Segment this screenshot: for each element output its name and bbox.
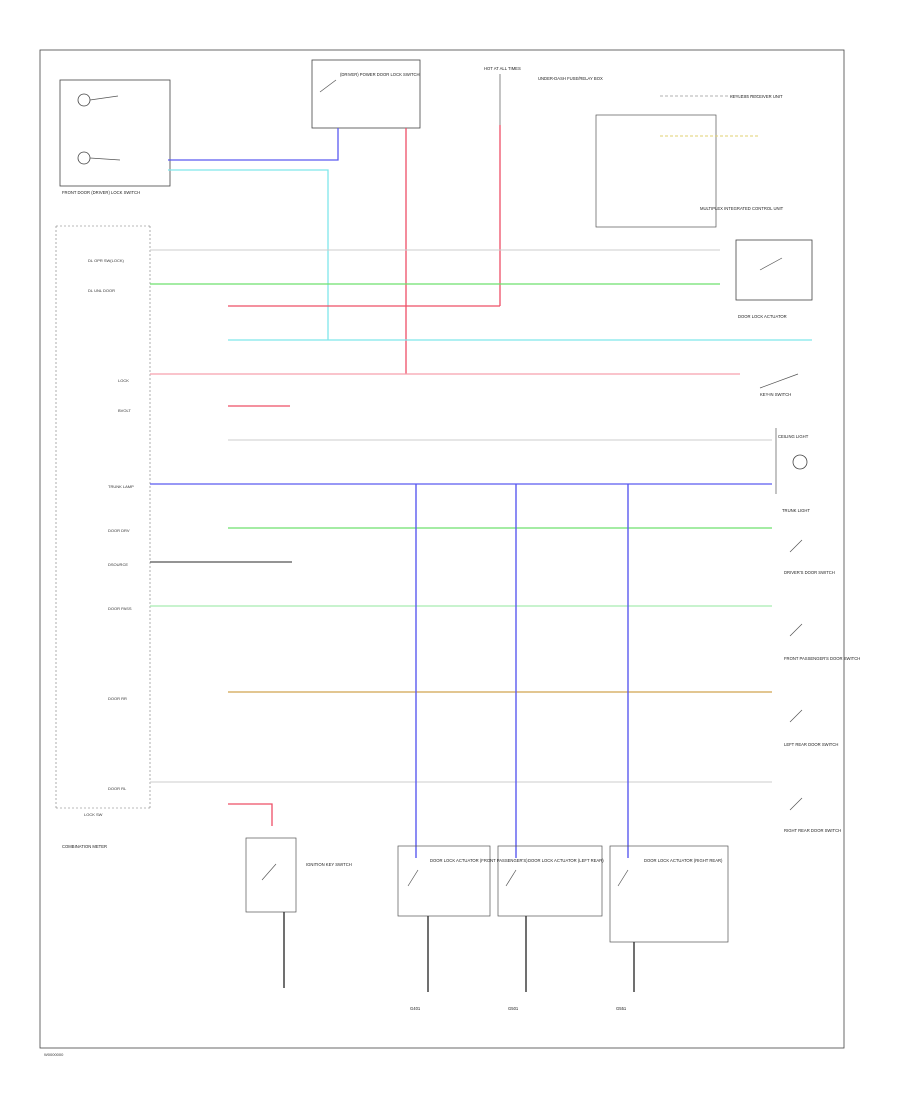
ground-right-label: G551 xyxy=(616,1006,627,1011)
power-door-lock-switch-label: (DRIVER) POWER DOOR LOCK SWITCH xyxy=(340,72,420,77)
ignition-switch-label: IGNITION KEY SWITCH xyxy=(306,862,352,867)
ceiling-light: CEILING LIGHT xyxy=(775,428,809,494)
trunk-light-label: TRUNK LIGHT xyxy=(782,508,810,513)
keyless-receiver-label: KEYLESS RECEIVER UNIT xyxy=(730,94,783,99)
actuator-left-label: DOOR LOCK ACTUATOR (FRONT PASSENGER'S) xyxy=(430,858,528,863)
pin-label: DOOR DRV xyxy=(108,528,130,533)
lamp-icon xyxy=(792,454,808,470)
pin-label: DL UNL DOOR xyxy=(88,288,115,293)
front-door-switch: FRONT DOOR (DRIVER) LOCK SWITCH xyxy=(59,79,171,195)
actuator-left: DOOR LOCK ACTUATOR (FRONT PASSENGER'S) G… xyxy=(397,845,528,1011)
key-switch-icon xyxy=(759,373,799,389)
switch-terminal-icon xyxy=(77,93,91,107)
pin-label: LOCK SW xyxy=(84,812,103,817)
pin-label: DSOURCE xyxy=(108,562,128,567)
wire-lock-sw xyxy=(228,803,273,826)
actuator-center: DOOR LOCK ACTUATOR (LEFT REAR) G501 xyxy=(497,845,604,1011)
control-unit-box xyxy=(55,225,151,809)
pin-label: DOOR PASS xyxy=(108,606,132,611)
fuse-box-label: UNDER-DASH FUSE/RELAY BOX xyxy=(538,76,603,81)
wire-lightblue-top xyxy=(168,169,329,340)
front-door-switch-label: FRONT DOOR (DRIVER) LOCK SWITCH xyxy=(62,190,140,195)
ground-left-label: G401 xyxy=(410,1006,421,1011)
combination-meter-label: COMBINATION METER xyxy=(62,844,107,849)
door-switch-rr-icon xyxy=(789,797,803,811)
pin-label: BVOLT xyxy=(118,408,131,413)
front-pass-door-switch-label: FRONT PASSENGER'S DOOR SWITCH xyxy=(784,656,860,661)
rear-left-door-switch-label: LEFT REAR DOOR SWITCH xyxy=(784,742,838,747)
pin-label: TRUNK LAMP xyxy=(108,484,134,489)
ground-center-label: G501 xyxy=(508,1006,519,1011)
pin-label: LOCK xyxy=(118,378,129,383)
pin-label: DOOR RR xyxy=(108,696,127,701)
multiplex-label: MULTIPLEX INTEGRATED CONTROL UNIT xyxy=(700,206,784,211)
rear-right-door-switch-label: RIGHT REAR DOOR SWITCH xyxy=(784,828,841,833)
footer-code: W0000000 xyxy=(44,1052,64,1057)
dash-fuse: HOT AT ALL TIMES UNDER-DASH FUSE/RELAY B… xyxy=(484,66,603,125)
diagram-frame xyxy=(39,49,845,1049)
door-lock-actuator-top-label: DOOR LOCK ACTUATOR xyxy=(738,314,787,319)
switch-terminal-icon xyxy=(77,151,91,165)
driver-door-switch-label: DRIVER'S DOOR SWITCH xyxy=(784,570,835,575)
actuator-right: DOOR LOCK ACTUATOR (RIGHT REAR) G551 xyxy=(609,845,729,1011)
door-switch-pass-icon xyxy=(789,623,803,637)
power-door-lock-switch: (DRIVER) POWER DOOR LOCK SWITCH xyxy=(311,59,421,129)
door-switch-drv-icon xyxy=(789,539,803,553)
door-lock-actuator-top: DOOR LOCK ACTUATOR xyxy=(735,239,813,319)
actuator-center-label: DOOR LOCK ACTUATOR (LEFT REAR) xyxy=(528,858,604,863)
dash-fuse-label: HOT AT ALL TIMES xyxy=(484,66,521,71)
pin-label: DL OPR SW(LOCK) xyxy=(88,258,125,263)
key-switch-label: KEY-IN SWITCH xyxy=(760,392,791,397)
left-pin-labels: DL OPR SW(LOCK) DL UNL DOOR LOCK BVOLT T… xyxy=(84,258,134,817)
pin-label: DOOR RL xyxy=(108,786,127,791)
door-switch-rl-icon xyxy=(789,709,803,723)
wire-blue-top xyxy=(168,128,339,161)
ignition-switch: IGNITION KEY SWITCH xyxy=(245,837,352,988)
ceiling-light-label: CEILING LIGHT xyxy=(778,434,809,439)
actuator-right-label: DOOR LOCK ACTUATOR (RIGHT REAR) xyxy=(644,858,723,863)
keyless-receiver: KEYLESS RECEIVER UNIT MULTIPLEX INTEGRAT… xyxy=(595,94,784,228)
